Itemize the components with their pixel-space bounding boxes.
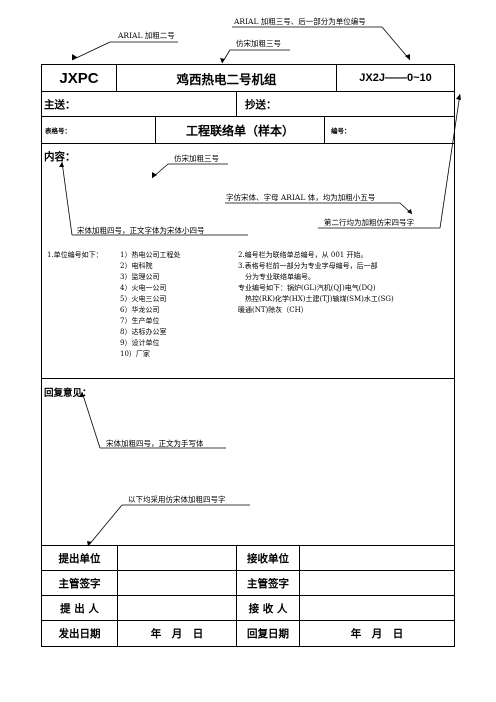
unit-item: 1）热电公司工程处: [120, 251, 181, 259]
number-field[interactable]: 编号：: [324, 116, 455, 144]
proposer-label: 提 出 人: [41, 595, 118, 621]
unit-item: 3）监理公司: [120, 273, 160, 281]
unit-item: 5）火电三公司: [120, 295, 167, 303]
form-title: 工程联络单（样本）: [155, 116, 325, 144]
form-no-field[interactable]: 表格号：: [41, 116, 156, 144]
rule-line: 2.编号栏为联络单总编号，从 001 开始。: [238, 251, 368, 259]
receiver-unit-field[interactable]: [299, 545, 455, 571]
note-fangsong-top: 仿宋加粗三号: [236, 39, 281, 48]
proposer-unit-field[interactable]: [117, 545, 237, 571]
copy-to-field[interactable]: 抄送：: [236, 91, 455, 117]
note-body-font: 字仿宋体、字母 ARIAL 体，均为加粗小五号: [226, 193, 376, 202]
note-arial-bold3-suffix: ARIAL 加粗三号、后一部分为单位编号: [234, 17, 366, 26]
unit-item: 2）电科院: [120, 262, 153, 270]
note-fangsong-content: 仿宋加粗三号: [174, 154, 219, 163]
issue-date-label: 发出日期: [41, 620, 118, 647]
rule-line: 热控(RK)化学(HX)土建(TJ)输煤(SM)水工(SG): [238, 295, 394, 303]
receiver-field[interactable]: [299, 595, 455, 621]
unit-item: 8）达标办公室: [120, 328, 167, 336]
note-reply: 宋体加粗四号，正文为手写体: [106, 439, 204, 448]
send-to-field[interactable]: 主送：: [41, 91, 237, 117]
header-title: 鸡西热电二号机组: [116, 64, 337, 92]
content-label: 内容：: [44, 151, 76, 163]
header-logo: JXPC: [41, 64, 117, 92]
proposer-supervisor-label: 主管签字: [41, 570, 118, 596]
proposer-unit-label: 提出单位: [41, 545, 118, 571]
reply-section[interactable]: 回复意见：: [41, 378, 455, 546]
reply-date-label: 回复日期: [236, 620, 300, 647]
receiver-label: 接 收 人: [236, 595, 300, 621]
reply-date-field[interactable]: 年 月 日: [299, 620, 455, 647]
receiver-supervisor-field[interactable]: [299, 570, 455, 596]
rule-line: 分为专业联络单编号。: [238, 273, 315, 281]
unit-item: 6）华龙公司: [120, 306, 160, 314]
note-songti: 宋体加粗四号，正文字体为宋体小四号: [77, 226, 205, 235]
rule-line: 专业编号如下：锅炉(GL)汽机(QJ)电气(DQ): [238, 284, 376, 292]
note-arial-bold2: ARIAL 加粗二号: [118, 31, 175, 40]
issue-date-field[interactable]: 年 月 日: [117, 620, 237, 647]
note-second-row: 第二行均为加粗仿宋四号字: [324, 218, 414, 227]
unit-list-label: 1.单位编号如下：: [47, 251, 103, 259]
proposer-field[interactable]: [117, 595, 237, 621]
receiver-unit-label: 接收单位: [236, 545, 300, 571]
unit-item: 7）生产单位: [120, 317, 160, 325]
unit-item: 10）厂家: [120, 350, 150, 358]
note-below: 以下均采用仿宋体加粗四号字: [128, 495, 226, 504]
unit-item: 9）设计单位: [120, 339, 160, 347]
rule-line: 3.表格号栏前一部分为专业字母编号，后一部: [238, 262, 378, 270]
reply-label: 回复意见：: [44, 388, 92, 399]
unit-list: 1）热电公司工程处 2）电科院 3）监理公司 4）火电一公司 5）火电三公司 6…: [120, 250, 180, 360]
proposer-supervisor-field[interactable]: [117, 570, 237, 596]
header-code: JX2J——0~10: [336, 64, 455, 92]
numbering-rules: 2.编号栏为联络单总编号，从 001 开始。 3.表格号栏前一部分为专业字母编号…: [238, 250, 394, 316]
rule-line: 暖通(NT)除灰（CH）: [238, 306, 308, 314]
receiver-supervisor-label: 主管签字: [236, 570, 300, 596]
unit-item: 4）火电一公司: [120, 284, 167, 292]
